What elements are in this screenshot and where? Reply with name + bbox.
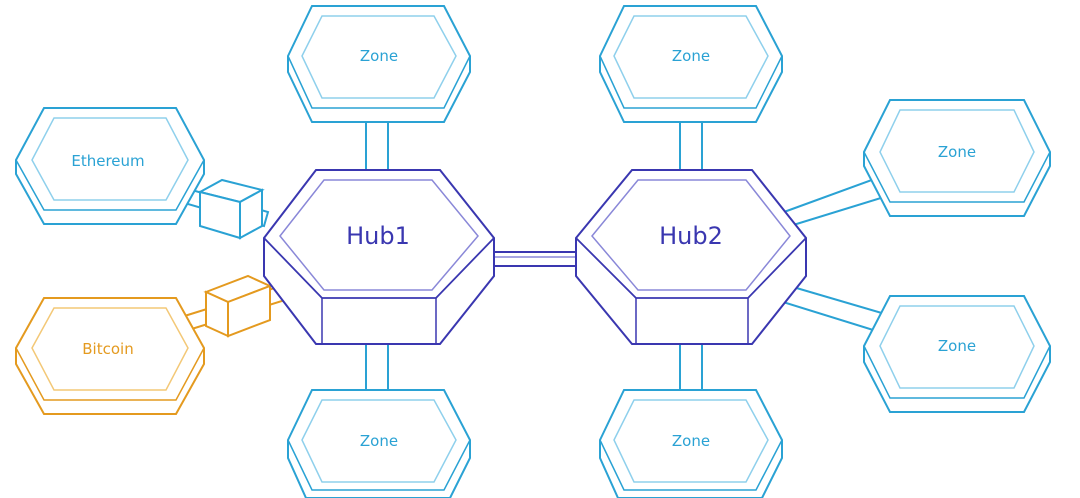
zone-right-lower-node: Zone [863,295,1051,413]
bitcoin-inner-hex [31,307,189,391]
ethereum-rim [15,159,205,211]
bitcoin-bridge [203,274,273,338]
hub2-prism-edge [575,237,807,299]
hub2-label: Hub2 [659,222,723,250]
ethereum-node: Ethereum [15,107,205,225]
zone-right-upper-rim [863,151,1051,203]
zone-bottom-left-rim [287,439,471,491]
bitcoin-bridge-cube-side [227,284,271,338]
zone-bottom-right-node: Zone [599,389,783,498]
ethereum-bridge [197,178,265,240]
zone-right-upper-node: Zone [863,99,1051,217]
zone-top-left-rim [287,55,471,109]
zone-bottom-left-node: Zone [287,389,471,498]
ethereum-label: Ethereum [71,152,144,170]
bitcoin-node: Bitcoin [15,297,205,415]
ethereum-inner-hex [31,117,189,201]
zone-bottom-right-inner-hex [613,399,769,483]
zone-bottom-right-rim [599,439,783,491]
hub2-node: Hub2 [575,169,807,345]
zone-right-lower-rim [863,345,1051,399]
zone-top-left-hex [287,5,471,123]
zone-top-left-node: Zone [287,5,471,123]
zone-right-lower-hex [863,295,1051,413]
zone-top-right-label: Zone [672,47,710,65]
hub1-prism-edge [263,237,495,299]
zone-top-left-label: Zone [360,47,398,65]
zone-right-lower-label: Zone [938,337,976,355]
hub1-label: Hub1 [346,222,410,250]
zone-top-left-inner-hex [301,15,457,99]
ethereum-hex [15,107,205,225]
connector-hub1-hub2 [489,251,583,267]
bitcoin-rim [15,347,205,401]
hub1-node: Hub1 [263,169,495,345]
zone-right-lower-inner-hex [879,305,1035,389]
zone-top-right-node: Zone [599,5,783,123]
zone-bottom-right-label: Zone [672,432,710,450]
zone-right-upper-inner-hex [879,109,1035,193]
zone-right-upper-hex [863,99,1051,217]
zone-bottom-right-hex [599,389,783,498]
bitcoin-hex [15,297,205,415]
zone-bottom-left-inner-hex [301,399,457,483]
zone-bottom-left-label: Zone [360,432,398,450]
bitcoin-label: Bitcoin [82,340,133,358]
ethereum-bridge-cube-side [239,188,263,240]
zone-top-right-rim [599,55,783,109]
zone-right-upper-label: Zone [938,143,976,161]
zone-bottom-left-hex [287,389,471,498]
zone-top-right-hex [599,5,783,123]
zone-top-right-inner-hex [613,15,769,99]
hub2-inner-hex [591,179,791,291]
hub1-inner-hex [279,179,479,291]
